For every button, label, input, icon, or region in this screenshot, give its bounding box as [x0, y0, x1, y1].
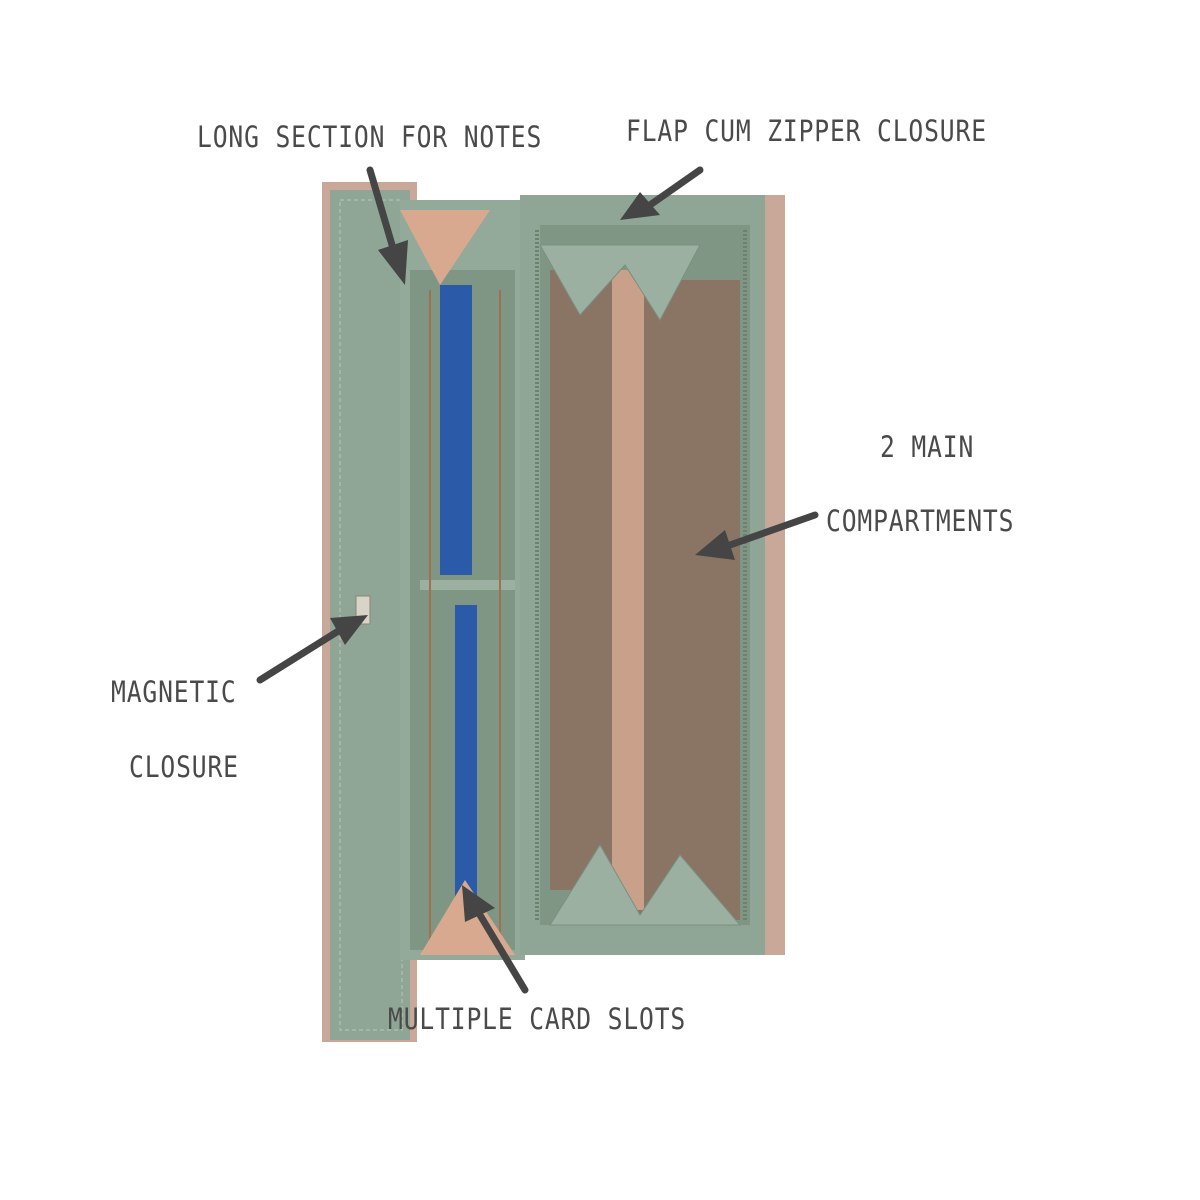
label-notes: LONG SECTION FOR NOTES — [197, 120, 543, 154]
label-main-line2: COMPARTMENTS — [826, 504, 1015, 538]
main-compartments — [520, 195, 785, 955]
card-visa — [440, 285, 472, 575]
arrow-cards — [476, 911, 529, 994]
arrow-magnetic — [256, 626, 344, 684]
label-zipper: FLAP CUM ZIPPER CLOSURE — [626, 114, 987, 148]
card-section — [400, 200, 525, 960]
card-blue — [455, 605, 477, 915]
label-magnetic-line1: MAGNETIC — [111, 675, 237, 709]
label-main-line1: 2 MAIN — [880, 430, 975, 464]
arrow-zipper — [646, 166, 704, 209]
label-magnetic-line2: CLOSURE — [129, 750, 239, 784]
label-cards: MULTIPLE CARD SLOTS — [388, 1002, 687, 1036]
arrow-notes — [366, 166, 399, 259]
arrow-compartments — [726, 511, 819, 549]
